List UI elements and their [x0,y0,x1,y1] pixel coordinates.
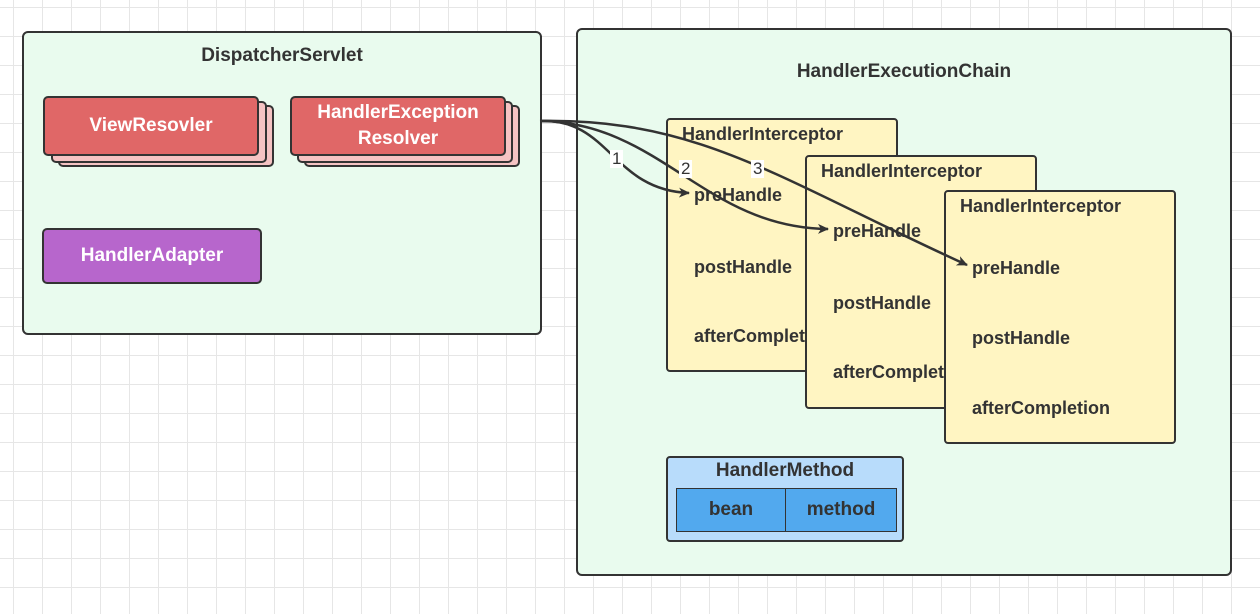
post-handle-1: postHandle [694,257,793,277]
handler-method-box[interactable]: HandlerMethod bean method [666,456,904,542]
after-completion-1: afterCompletion [694,326,833,346]
handler-adapter-box[interactable]: HandlerAdapter [42,228,262,284]
exception-resolver-box[interactable]: HandlerException Resolver [290,96,506,156]
post-handle-2: postHandle [833,293,932,313]
handler-adapter-label: HandlerAdapter [80,245,224,266]
handler-interceptor-3-title: HandlerInterceptor [960,196,1122,216]
after-completion-2: afterCompletion [833,362,972,382]
pre-handle-2: preHandle [833,221,922,241]
exception-resolver-label-line1: HandlerException [317,102,479,123]
handler-interceptor-1-title: HandlerInterceptor [682,124,844,144]
arrow-step-1-label: 1 [610,149,624,168]
pre-handle-1: preHandle [694,185,783,205]
handler-interceptor-3[interactable]: HandlerInterceptor preHandle postHandle … [944,190,1176,444]
pre-handle-3: preHandle [972,258,1061,278]
arrow-step-3-label: 3 [751,159,765,178]
view-resolver-label: ViewResovler [89,115,213,136]
arrow-step-2-label: 2 [679,159,693,178]
dispatcher-servlet-panel: DispatcherServlet ViewResovler HandlerEx… [22,31,542,335]
exception-resolver-label-line2: Resolver [357,128,439,149]
handler-method-title: HandlerMethod [715,460,855,481]
post-handle-3: postHandle [972,328,1071,348]
dispatcher-servlet-title: DispatcherServlet [201,45,363,66]
after-completion-3: afterCompletion [972,398,1111,418]
exception-resolver-label: HandlerException Resolver [292,98,504,154]
handler-interceptor-2-title: HandlerInterceptor [821,161,983,181]
handler-method-method-cell: method [785,488,897,532]
view-resolver-box[interactable]: ViewResovler [43,96,259,156]
handler-execution-chain-title: HandlerExecutionChain [796,61,1012,82]
handler-method-bean-cell: bean [676,488,786,532]
arrow-step-3 [539,119,968,267]
